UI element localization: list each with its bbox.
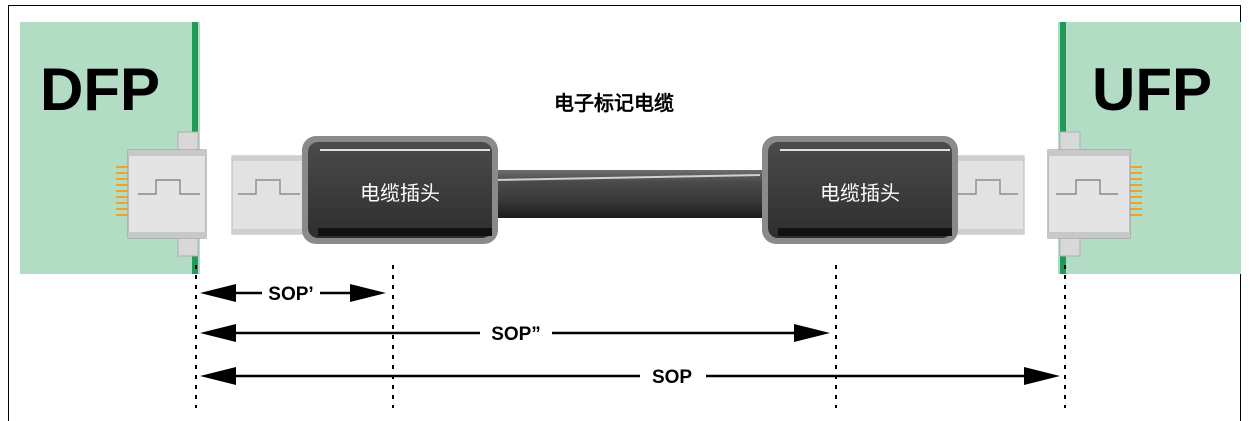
left-cable-connector bbox=[231, 155, 309, 235]
right-cable-plug bbox=[762, 136, 958, 244]
arrow-sop-prime: SOP’ bbox=[200, 284, 386, 305]
dfp-receptacle bbox=[127, 131, 207, 257]
right-cable-connector bbox=[947, 155, 1025, 235]
electronic-marked-cable: 电缆插头 电缆插头 电子标记电缆 bbox=[231, 91, 1025, 244]
dfp-port-board: DFP bbox=[20, 22, 207, 274]
dfp-pins bbox=[116, 166, 128, 216]
cable-title: 电子标记电缆 bbox=[554, 91, 674, 115]
left-plug-label: 电缆插头 bbox=[360, 181, 440, 205]
sop-double-prime-label: SOP” bbox=[491, 324, 541, 345]
sop-label: SOP bbox=[652, 367, 692, 388]
sop-prime-label: SOP’ bbox=[268, 284, 313, 305]
ufp-receptacle bbox=[1047, 131, 1131, 257]
ufp-port-board: UFP bbox=[1047, 22, 1241, 274]
left-cable-plug bbox=[302, 136, 498, 244]
reference-lines bbox=[195, 265, 1066, 408]
ufp-pins bbox=[1130, 166, 1142, 216]
ufp-label: UFP bbox=[1092, 56, 1212, 123]
dfp-label: DFP bbox=[40, 56, 160, 123]
arrow-sop: SOP bbox=[200, 367, 1060, 388]
arrow-sop-double-prime: SOP” bbox=[200, 324, 830, 345]
right-plug-label: 电缆插头 bbox=[820, 181, 900, 205]
